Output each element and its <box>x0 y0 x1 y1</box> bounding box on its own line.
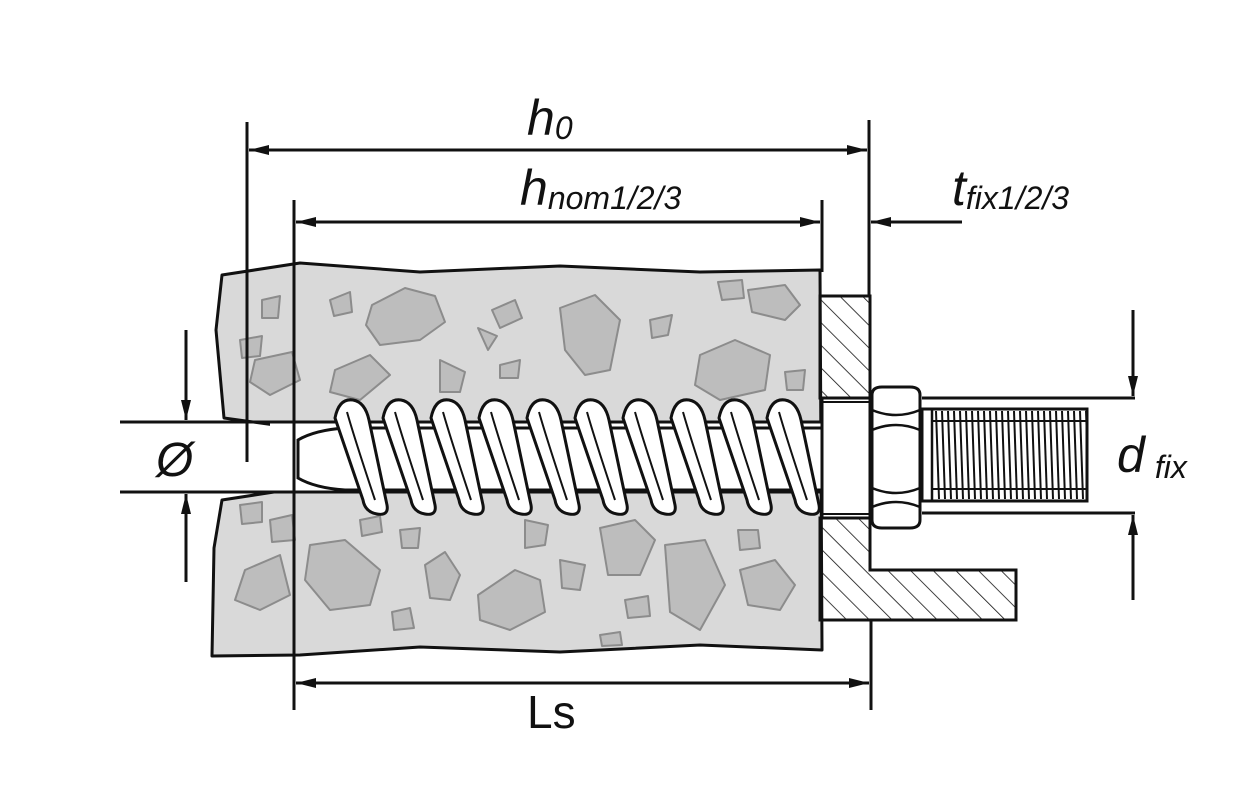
hex-nut <box>870 385 922 530</box>
aggregate-stone <box>399 527 421 549</box>
aggregate-stone <box>717 279 745 301</box>
aggregate-stone <box>599 631 623 647</box>
aggregate-stone <box>424 551 461 601</box>
aggregate-stone <box>439 359 466 393</box>
thread-flight-edge <box>442 411 472 501</box>
stud-thread-line <box>947 410 952 500</box>
aggregate-stone <box>234 554 291 611</box>
stud-threads <box>932 410 1088 500</box>
stud-thread-line <box>1037 410 1042 500</box>
aggregate-stone <box>747 284 801 321</box>
stud-thread-line <box>1001 410 1006 500</box>
thread-flight-edge <box>778 411 808 501</box>
stud-thread-line <box>1031 410 1036 500</box>
stud-thread-line <box>965 410 970 500</box>
aggregate-stone <box>269 514 296 543</box>
stud-thread-line <box>1049 410 1054 500</box>
stud-thread-line <box>959 410 964 500</box>
fixture-upper-leg <box>818 294 872 400</box>
hnom-label: hnom1/2/3 <box>520 160 681 216</box>
thread-flight-edge <box>538 411 568 501</box>
aggregate-stone <box>239 501 263 525</box>
aggregate-stone <box>329 354 391 401</box>
thread-flight-edge <box>682 411 712 501</box>
stud-thread-line <box>1025 410 1030 500</box>
stud-thread-line <box>953 410 958 500</box>
stud-thread-line <box>1061 410 1066 500</box>
aggregate-stone <box>359 515 383 537</box>
aggregate-stone <box>649 314 673 339</box>
stud-thread-line <box>941 410 946 500</box>
aggregate-stone <box>599 519 656 576</box>
screw-thread-flights <box>333 398 821 516</box>
stud-thread-line <box>977 410 982 500</box>
thread-flight-edge <box>634 411 664 501</box>
stud-thread-line <box>935 410 940 500</box>
aggregate-stone <box>624 595 651 619</box>
tfix-label: tfix1/2/3 <box>952 160 1069 216</box>
fixture-lower-leg <box>818 516 1018 622</box>
aggregate-stone <box>491 299 523 329</box>
aggregate-stone <box>499 359 521 379</box>
aggregate-stone <box>784 369 806 391</box>
stud-thread-line <box>971 410 976 500</box>
washer <box>820 396 872 520</box>
stud-thread-line <box>1013 410 1018 500</box>
aggregate-stone <box>261 295 281 319</box>
aggregate-stone <box>477 327 498 351</box>
aggregate-stone <box>559 294 621 376</box>
stud-thread-line <box>1019 410 1024 500</box>
stud-thread-line <box>1079 410 1084 500</box>
aggregate-stone <box>239 335 263 359</box>
thread-flight-edge <box>490 411 520 501</box>
aggregate-stone <box>329 291 353 317</box>
aggregate-stone <box>694 339 771 401</box>
aggregate-stone <box>249 351 301 396</box>
screw-anchor <box>296 385 1089 530</box>
stud-thread-line <box>983 410 988 500</box>
thread-flight-edge <box>394 411 424 501</box>
h0-label: h0 <box>527 90 573 146</box>
aggregate-stone <box>739 559 796 611</box>
stud-thread-line <box>1085 410 1088 500</box>
dimensions <box>181 120 1138 710</box>
aggregate-stones <box>234 279 806 647</box>
aggregate-stone <box>477 569 546 631</box>
stud-thread-line <box>995 410 1000 500</box>
diameter-label: Ø <box>154 434 196 487</box>
stud-thread-line <box>1055 410 1060 500</box>
stud-thread-line <box>1007 410 1012 500</box>
aggregate-stone <box>524 519 549 549</box>
thread-flight-edge <box>586 411 616 501</box>
stud-thread-line <box>989 410 994 500</box>
aggregate-stone <box>664 539 726 631</box>
thread-flight-edge <box>730 411 760 501</box>
stud-thread-line <box>1073 410 1078 500</box>
ls-label: Ls <box>527 686 576 738</box>
aggregate-stone <box>559 559 586 591</box>
aggregate-stone <box>391 607 415 631</box>
stud-thread-line <box>1067 410 1072 500</box>
thread-flight-edge <box>346 411 376 501</box>
aggregate-stone <box>737 529 761 551</box>
aggregate-stone <box>365 287 446 346</box>
aggregate-stone <box>304 539 381 611</box>
stud-thread-line <box>1043 410 1048 500</box>
